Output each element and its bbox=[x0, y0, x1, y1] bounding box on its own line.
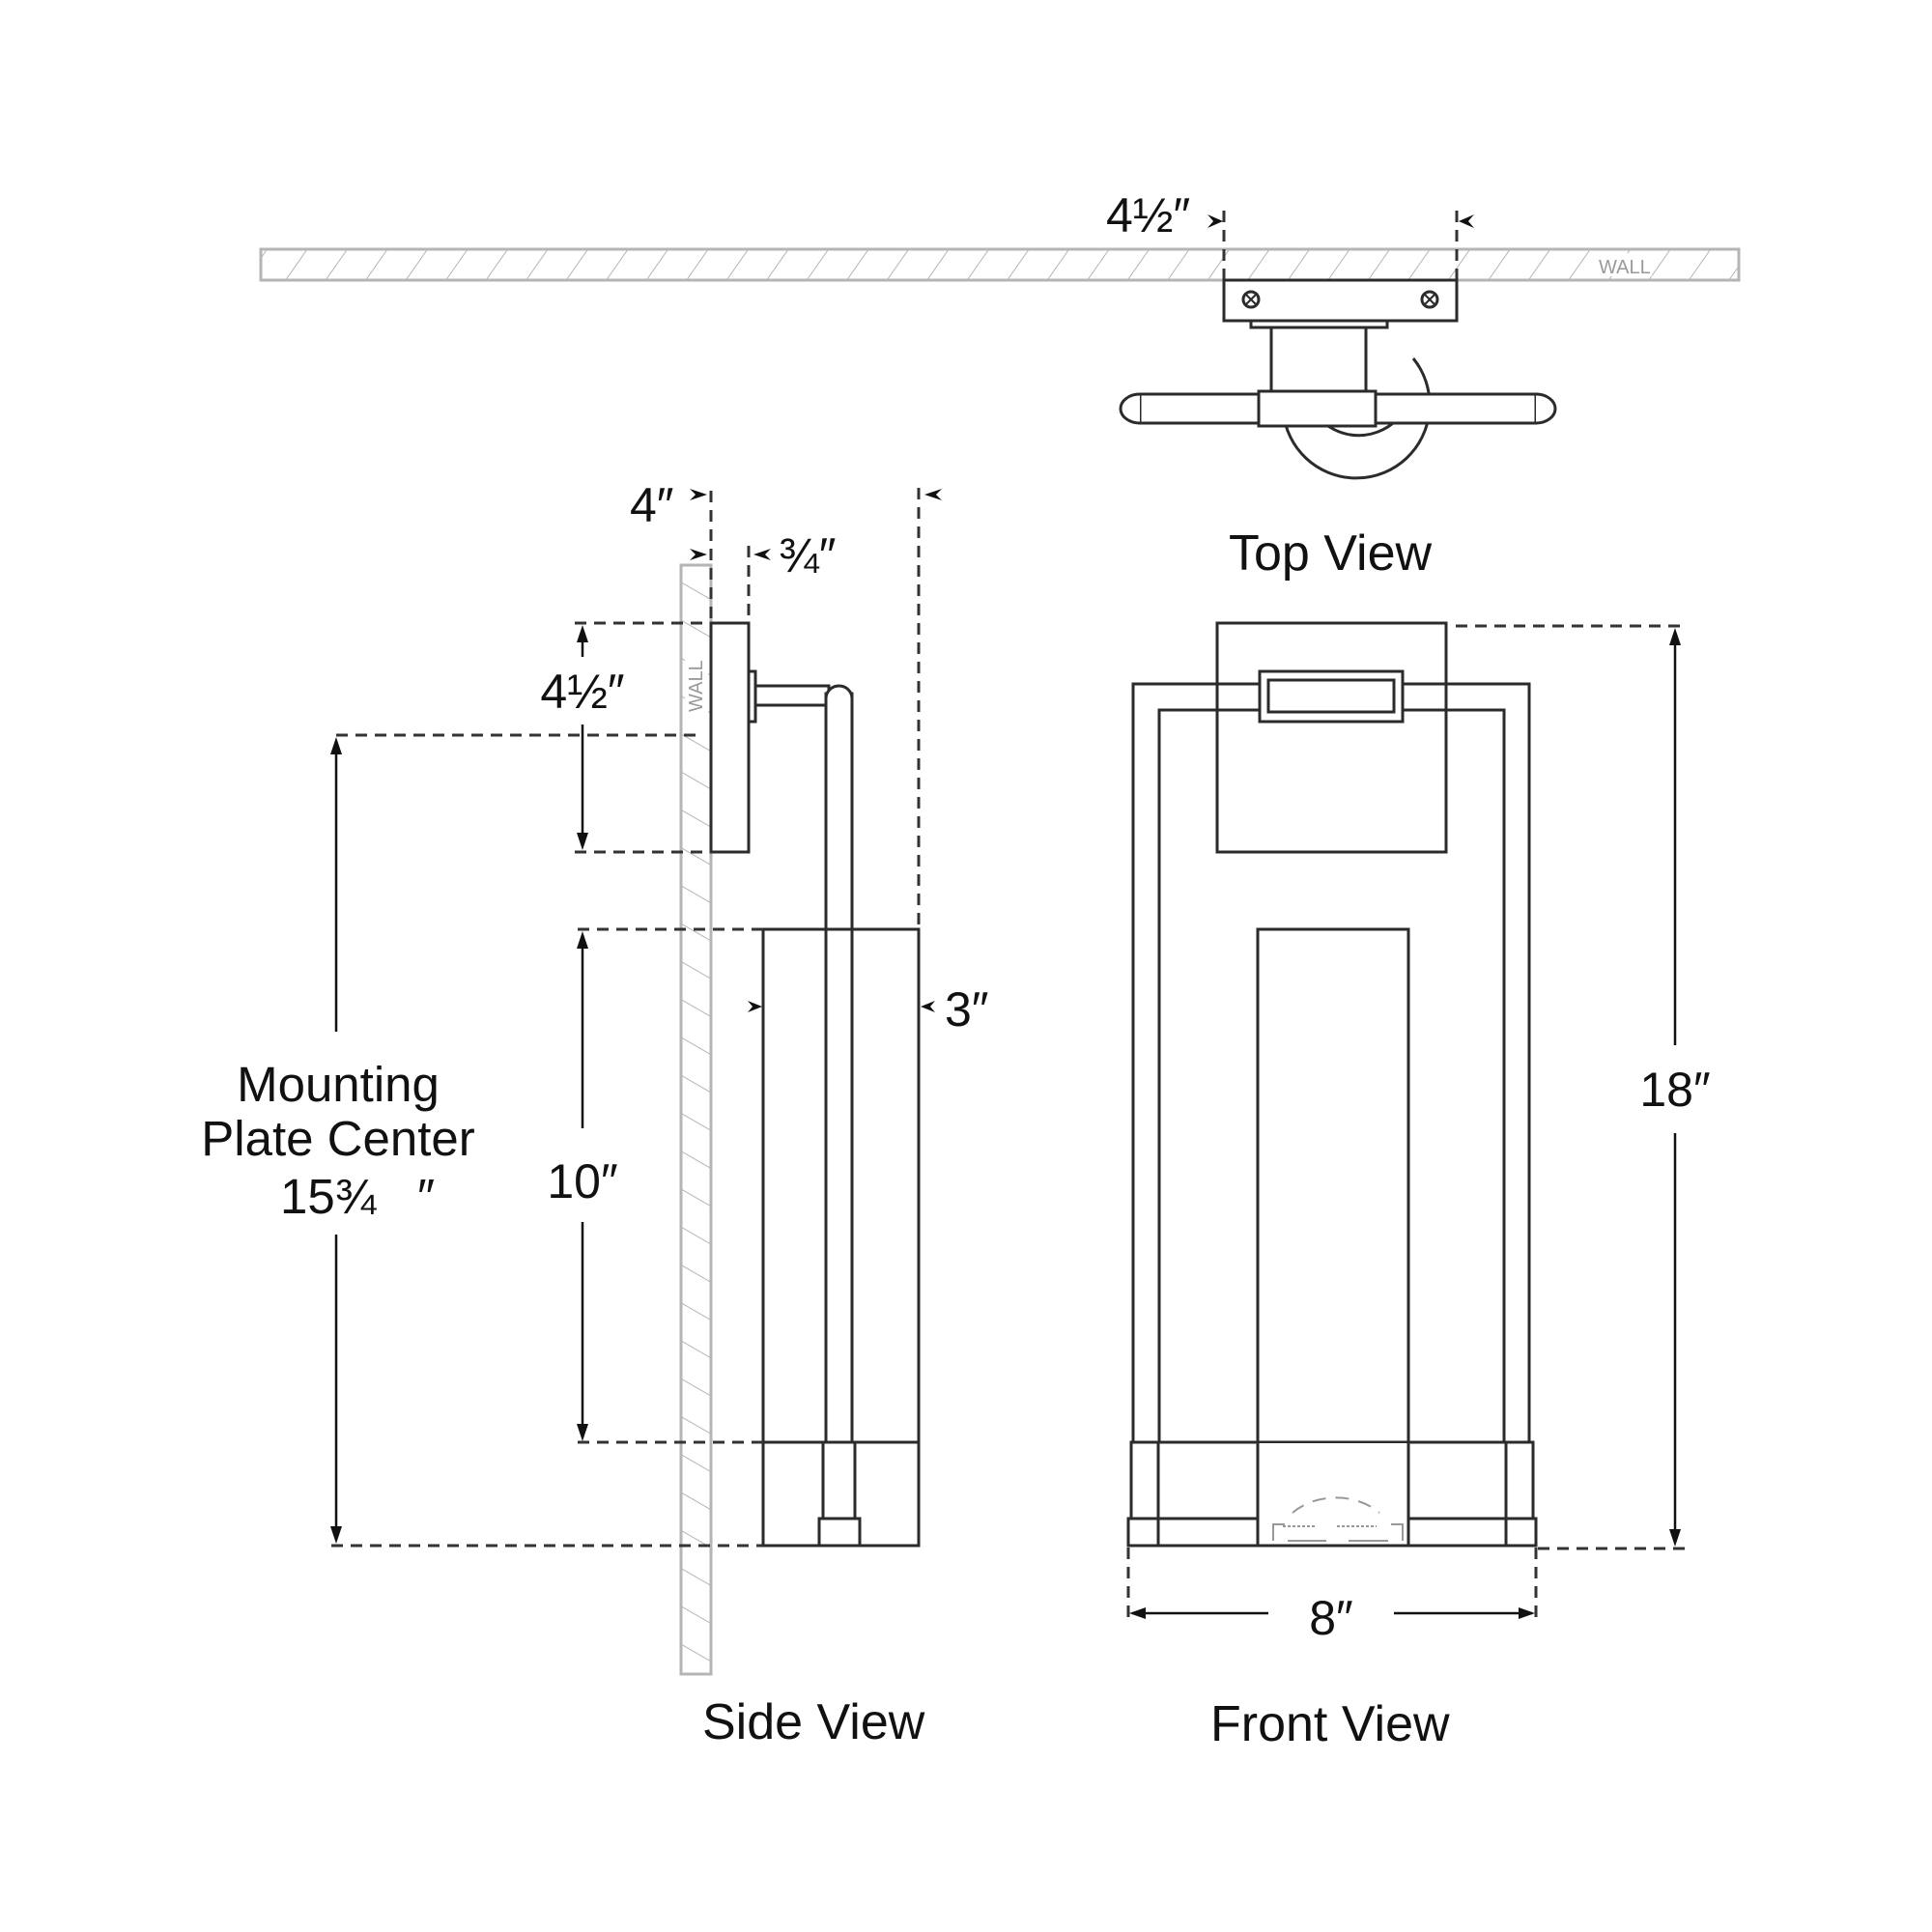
arrow-right-icon bbox=[690, 489, 707, 500]
mounting-unit: ″ bbox=[417, 1169, 435, 1224]
mounting-label-line2: Plate Center bbox=[201, 1111, 475, 1166]
mounting-center-dimension: Mounting Plate Center 15¾ ″ bbox=[201, 737, 763, 1548]
side-extension-label: 4″ bbox=[630, 478, 674, 532]
arrow-up-icon bbox=[577, 931, 588, 949]
screw-icon bbox=[1420, 290, 1439, 309]
side-shade-height-label: 10″ bbox=[547, 1154, 617, 1208]
side-plate-depth-dimension: ¾″ bbox=[747, 528, 836, 623]
top-view: WALL 4½″ bbox=[259, 188, 1741, 582]
arrow-left-icon bbox=[753, 549, 771, 560]
arrow-up-icon bbox=[330, 737, 342, 754]
front-height-dimension: 18″ bbox=[1456, 624, 1711, 1550]
top-fixture bbox=[1119, 278, 1557, 480]
top-wall-label: WALL bbox=[1599, 257, 1651, 278]
side-plate-depth-label: ¾″ bbox=[779, 528, 836, 582]
arrow-down-icon bbox=[1669, 1529, 1681, 1547]
front-height-label: 18″ bbox=[1639, 1063, 1710, 1117]
front-base bbox=[1126, 1440, 1538, 1548]
arrow-left-icon bbox=[924, 489, 942, 500]
side-arm bbox=[753, 684, 831, 707]
side-pole bbox=[824, 692, 854, 1444]
front-width-dimension: 8″ bbox=[1126, 1548, 1538, 1645]
side-plate-height-label: 4½″ bbox=[540, 665, 624, 719]
mounting-label-line1: Mounting bbox=[237, 1057, 440, 1112]
side-view: WALL 4″ ¾″ bbox=[201, 478, 988, 1750]
side-wall: WALL bbox=[679, 563, 713, 1676]
arrow-right-icon bbox=[748, 1001, 762, 1012]
arrow-up-icon bbox=[1669, 628, 1681, 645]
mounting-value: 15¾ bbox=[280, 1169, 378, 1224]
side-shade bbox=[761, 927, 921, 1548]
top-wall: WALL bbox=[259, 247, 1741, 282]
screw-icon bbox=[1241, 290, 1261, 309]
arrow-right-icon bbox=[690, 549, 707, 560]
side-view-title: Side View bbox=[702, 1694, 925, 1750]
front-view: 18″ 8″ Front View bbox=[1126, 621, 1711, 1752]
side-extension-dimension: 4″ bbox=[630, 478, 942, 929]
arrow-left-icon bbox=[1459, 214, 1474, 228]
arrow-down-icon bbox=[577, 1424, 588, 1441]
top-width-label: 4½″ bbox=[1106, 188, 1190, 242]
arrow-right-icon bbox=[1208, 214, 1223, 228]
arrow-right-icon bbox=[1519, 1607, 1535, 1619]
arrow-up-icon bbox=[577, 625, 588, 642]
front-backplate bbox=[1215, 621, 1448, 854]
top-width-dimension: 4½″ bbox=[1106, 188, 1474, 280]
side-backplate bbox=[709, 621, 751, 854]
arrow-down-icon bbox=[577, 833, 588, 850]
arrow-down-icon bbox=[330, 1526, 342, 1544]
side-shade-height-dimension: 10″ bbox=[547, 927, 763, 1444]
top-view-title: Top View bbox=[1229, 526, 1433, 582]
front-view-title: Front View bbox=[1210, 1696, 1450, 1752]
side-shade-depth-dimension: 3″ bbox=[748, 982, 989, 1037]
front-width-label: 8″ bbox=[1309, 1591, 1353, 1645]
side-plate-height-dimension: 4½″ bbox=[540, 621, 711, 854]
arrow-left-icon bbox=[921, 1001, 935, 1012]
burner-icon bbox=[1272, 1496, 1404, 1542]
arrow-left-icon bbox=[1129, 1607, 1146, 1619]
side-wall-label: WALL bbox=[686, 660, 707, 712]
side-shade-depth-label: 3″ bbox=[945, 982, 989, 1037]
